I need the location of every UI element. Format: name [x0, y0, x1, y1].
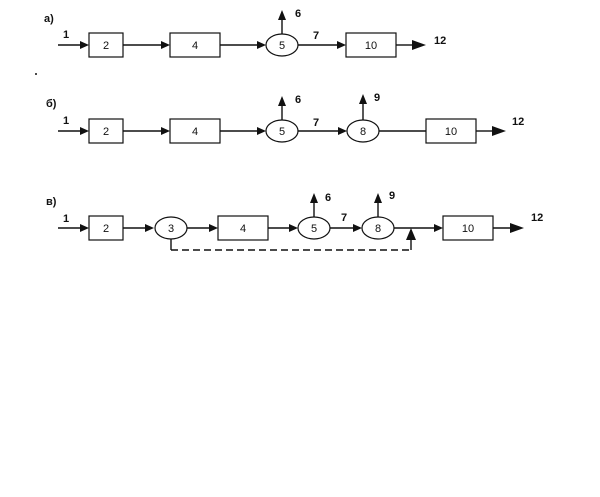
output-9-label: 9: [389, 190, 395, 202]
block-10-label: 10: [462, 223, 474, 235]
output-12-arrow: [492, 126, 506, 136]
link-4-5-arrow: [257, 127, 266, 135]
link-2-4-arrow: [161, 127, 170, 135]
link-2-3-arrow: [145, 224, 154, 232]
node-8-label: 8: [375, 223, 381, 235]
panel-c-label: в): [46, 196, 57, 208]
panel-c: в) 1 2 3 4 5 6 7 8 9 10: [46, 190, 543, 251]
block-2-label: 2: [103, 126, 109, 138]
node-3-label: 3: [168, 223, 174, 235]
link-5-8-arrow: [353, 224, 362, 232]
output-6-label: 6: [295, 8, 301, 20]
block-2: [88, 118, 124, 144]
output-12-label: 12: [512, 116, 524, 128]
block-4-label: 4: [192, 126, 198, 138]
node-5-label: 5: [279, 126, 285, 138]
flow-7-label: 7: [313, 30, 319, 42]
output-12-arrow: [412, 40, 426, 50]
input-1-label: 1: [63, 213, 69, 225]
output-6-arrow: [310, 193, 318, 203]
link-5-10-arrow: [337, 41, 346, 49]
block-4: [217, 215, 269, 241]
output-6-arrow: [278, 10, 286, 20]
link-2-4-arrow: [161, 41, 170, 49]
output-12-label: 12: [434, 35, 446, 47]
input-1-label: 1: [63, 115, 69, 127]
link-4-5-arrow: [289, 224, 298, 232]
flow-7-label: 7: [341, 212, 347, 224]
node-5-label: 5: [279, 40, 285, 52]
output-6-label: 6: [295, 94, 301, 106]
block-10-label: 10: [445, 126, 457, 138]
output-6-arrow: [278, 96, 286, 106]
link-5-8-arrow: [338, 127, 347, 135]
output-12-arrow: [510, 223, 524, 233]
block-2-label: 2: [103, 223, 109, 235]
bypass-arrow: [406, 228, 416, 240]
panel-b-label: б): [46, 98, 57, 110]
link-4-5-arrow: [257, 41, 266, 49]
flow-7-label: 7: [313, 117, 319, 129]
block-10: [425, 118, 477, 144]
output-12-label: 12: [531, 212, 543, 224]
input-1-arrow: [80, 41, 89, 49]
node-5-label: 5: [311, 223, 317, 235]
output-6-label: 6: [325, 192, 331, 204]
block-10: [442, 215, 494, 241]
output-9-label: 9: [374, 92, 380, 104]
panel-a: а) 1 2 4 5 6 7 10 12: [44, 8, 446, 58]
stray-dot: [35, 73, 37, 75]
link-8-10-arrow: [434, 224, 443, 232]
link-3-4-arrow: [209, 224, 218, 232]
node-8-label: 8: [360, 126, 366, 138]
output-9-arrow: [374, 193, 382, 203]
block-4: [169, 118, 221, 144]
block-4-label: 4: [240, 223, 246, 235]
block-4-label: 4: [192, 40, 198, 52]
input-1-label: 1: [63, 29, 69, 41]
output-9-arrow: [359, 94, 367, 104]
panel-a-label: а): [44, 13, 54, 25]
block-10-label: 10: [365, 40, 377, 52]
input-1-arrow: [80, 224, 89, 232]
input-1-arrow: [80, 127, 89, 135]
panel-b: б) 1 2 4 5 6 7 8 9 10 12: [46, 92, 524, 144]
block-2-label: 2: [103, 40, 109, 52]
